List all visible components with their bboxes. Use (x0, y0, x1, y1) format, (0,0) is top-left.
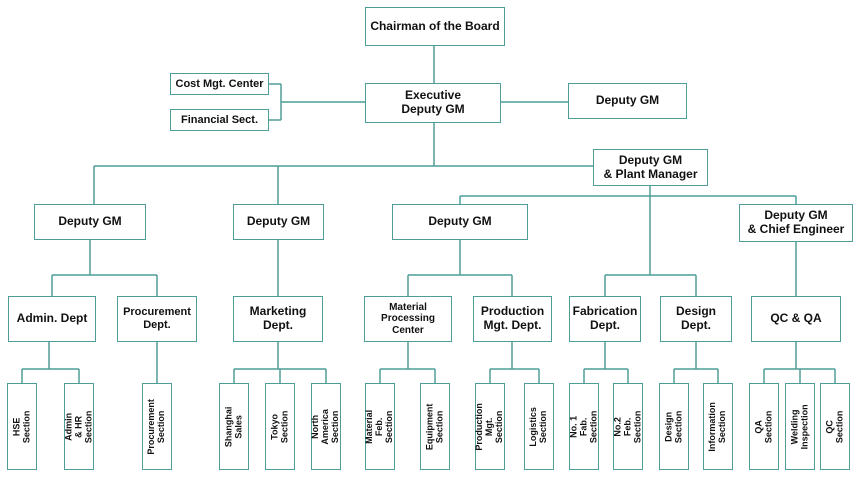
deputy-gm-chief-engineer-box: Deputy GM & Chief Engineer (739, 204, 853, 242)
equipment-section-box: Equipment Section (420, 383, 450, 470)
executive-deputy-gm-box: Executive Deputy GM (365, 83, 501, 123)
procurement-section-label: Procurement Section (146, 398, 166, 455)
no2-feb-section-box: No.2 Feb. Section (612, 383, 643, 470)
procurement-section-box: Procurement Section (142, 383, 172, 470)
north-america-section-box: North America Section (310, 383, 341, 470)
cost-mgt-center-box: Cost Mgt. Center (170, 73, 269, 95)
qa-section-box: QA Section (749, 383, 779, 470)
information-section-box: Information Section (703, 383, 733, 470)
design-section-label: Design Section (663, 410, 683, 443)
shanghai-sales-box: Shanghai Sales (219, 383, 249, 470)
design-dept-box: Design Dept. (660, 296, 732, 342)
welding-inspection-label: Welding Inspection (789, 403, 810, 450)
fabrication-dept-box: Fabrication Dept. (569, 296, 641, 342)
financial-sect-box: Financial Sect. (170, 109, 269, 131)
north-america-section-label: North America Section (310, 408, 340, 445)
deputy-gm-plant-manager-box: Deputy GM & Plant Manager (593, 149, 708, 186)
admin-hr-section-label: Admin & HR Section (63, 410, 93, 443)
production-mgt-section-label: Production Mgt. Section (474, 402, 504, 451)
tokyo-section-box: Tokyo Section (265, 383, 295, 470)
shanghai-sales-label: Shanghai Sales (223, 406, 244, 447)
design-section-box: Design Section (659, 383, 689, 470)
logistics-section-box: Logistics Section (524, 383, 554, 470)
procurement-dept-box: Procurement Dept. (117, 296, 197, 342)
qc-qa-box: QC & QA (751, 296, 841, 342)
hse-section-box: HSE Section (7, 383, 37, 470)
equipment-section-label: Equipment Section (424, 403, 444, 450)
hse-section-label: HSE Section (11, 410, 31, 443)
admin-hr-section-box: Admin & HR Section (63, 383, 94, 470)
welding-inspection-box: Welding Inspection (785, 383, 815, 470)
admin-dept-box: Admin. Dept (8, 296, 96, 342)
qa-section-label: QA Section (753, 410, 774, 443)
qc-section-label: QC Section (824, 410, 844, 443)
deputy-gm-2-box: Deputy GM (233, 204, 324, 240)
material-feb-section-label: Material Feb. Section (364, 409, 394, 444)
marketing-dept-box: Marketing Dept. (233, 296, 323, 342)
no1-fab-section-label: No. 1 Fab. Section (568, 410, 598, 443)
production-mgt-dept-box: Production Mgt. Dept. (473, 296, 552, 342)
tokyo-section-label: Tokyo Section (269, 410, 289, 443)
deputy-gm-1-box: Deputy GM (34, 204, 146, 240)
logistics-section-label: Logistics Section (528, 406, 549, 447)
deputy-gm-3-box: Deputy GM (392, 204, 528, 240)
qc-section-box: QC Section (820, 383, 850, 470)
chairman-box: Chairman of the Board (365, 7, 505, 46)
material-feb-section-box: Material Feb. Section (364, 383, 395, 470)
no2-feb-section-label: No.2 Feb. Section (612, 410, 642, 443)
material-processing-center-box: Material Processing Center (364, 296, 452, 342)
no1-fab-section-box: No. 1 Fab. Section (568, 383, 599, 470)
information-section-label: Information Section (707, 401, 727, 452)
production-mgt-section-box: Production Mgt. Section (474, 383, 505, 470)
deputy-gm-top-box: Deputy GM (568, 83, 687, 119)
